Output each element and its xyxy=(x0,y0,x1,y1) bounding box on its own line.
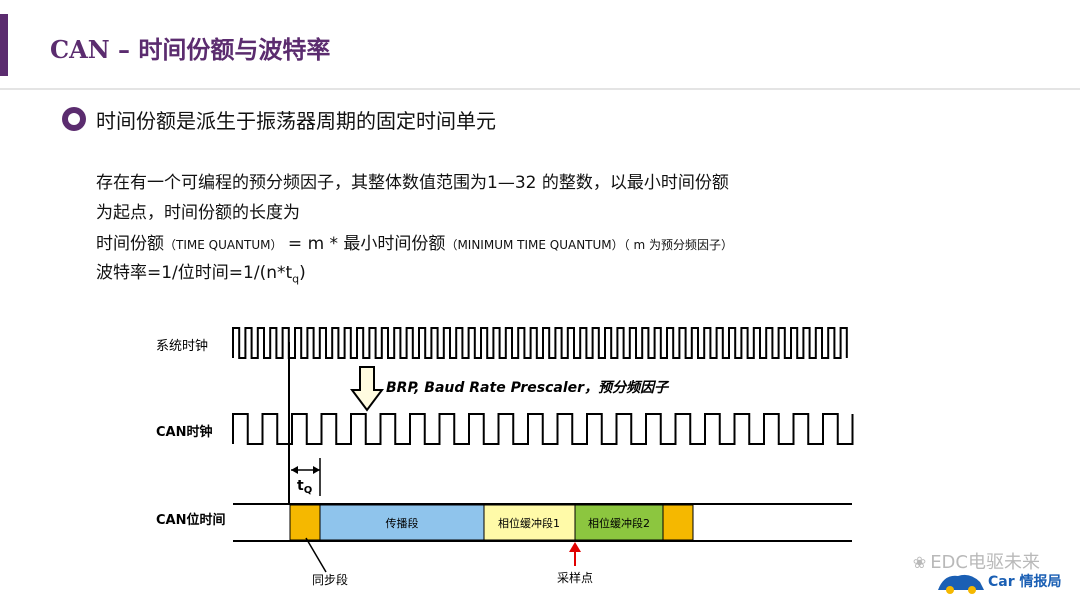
can-bit-label: CAN位时间 xyxy=(156,512,225,528)
prop-segment xyxy=(319,504,485,541)
next-sync-segment xyxy=(662,504,694,541)
paragraph-line-1: 存在有一个可编程的预分频因子，其整体数值范围为1—32 的整数，以最小时间份额 xyxy=(96,173,729,193)
title-accent-bar xyxy=(0,14,8,76)
logo-text: Car 情报局 xyxy=(988,574,1062,590)
formula-line: 时间份额（TIME QUANTUM） = m * 最小时间份额（MINIMUM … xyxy=(96,229,733,254)
watermark: ❀EDC电驱未来 xyxy=(913,548,1040,574)
baud-subscript: q xyxy=(292,272,300,286)
sys-clock-label: 系统时钟 xyxy=(156,338,208,354)
sample-arrow-icon xyxy=(569,542,581,552)
wechat-icon: ❀ xyxy=(912,553,927,572)
can-clock-label: CAN时钟 xyxy=(156,424,212,440)
brp-label: BRP, Baud Rate Prescaler，预分频因子 xyxy=(386,379,670,396)
sync-segment xyxy=(289,504,321,541)
baud-rate-formula: 波特率=1/位时间=1/(n*tq) xyxy=(96,258,306,285)
baud-end: ) xyxy=(299,263,306,283)
tq-arrow-left-icon xyxy=(291,466,298,474)
phase1-segment-label: 相位缓冲段1 xyxy=(498,516,560,530)
down-arrow-icon xyxy=(350,366,384,412)
phase2-segment-label: 相位缓冲段2 xyxy=(588,516,650,530)
prop-segment-label: 传播段 xyxy=(386,516,419,530)
sync-label: 同步段 xyxy=(312,572,348,587)
sys-clock-wave xyxy=(232,327,848,359)
tq-label: tQ xyxy=(297,478,312,496)
sample-label: 采样点 xyxy=(557,570,593,585)
bullet-icon xyxy=(62,107,86,131)
formula-term: 时间份额 xyxy=(96,234,164,254)
can-clock-wave xyxy=(232,413,854,445)
watermark-text: EDC电驱未来 xyxy=(930,552,1040,573)
bullet-heading: 时间份额是派生于振荡器周期的固定时间单元 xyxy=(96,109,496,133)
car-logo-icon xyxy=(938,574,984,594)
title-divider xyxy=(0,88,1080,90)
tq-arrow-right-icon xyxy=(313,466,320,474)
formula-term-en: （TIME QUANTUM） xyxy=(164,238,283,252)
formula-rhs: = m * 最小时间份额 xyxy=(282,234,446,254)
page-title: CAN – 时间份额与波特率 xyxy=(50,35,331,64)
sync-pointer-line xyxy=(305,537,327,573)
baud-text: 波特率=1/位时间=1/(n*t xyxy=(96,263,293,283)
formula-rhs-en: （MINIMUM TIME QUANTUM）（ m 为预分频因子） xyxy=(445,238,733,252)
paragraph-line-2: 为起点，时间份额的长度为 xyxy=(96,203,300,223)
